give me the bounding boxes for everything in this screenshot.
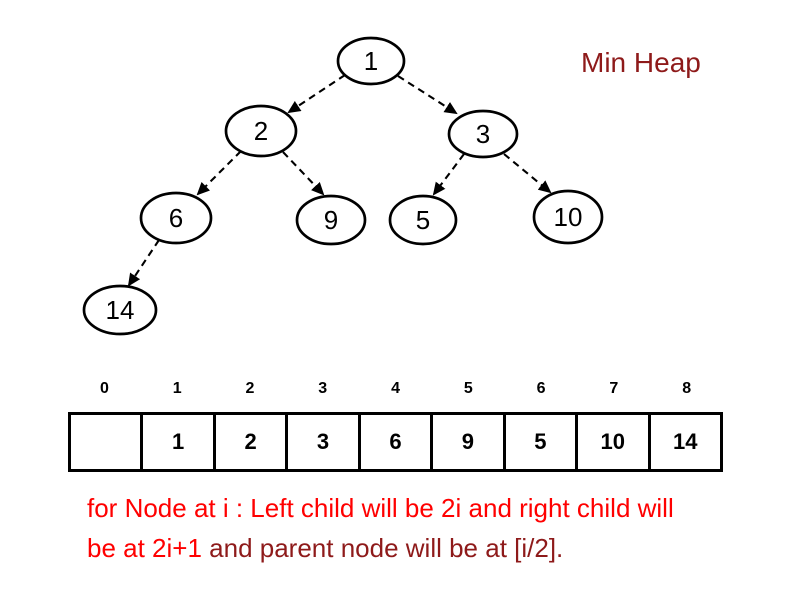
heap-array: 1 2 3 6 9 5 10 14 bbox=[68, 412, 723, 472]
caption-line-1: for Node at i : Left child will be 2i an… bbox=[87, 488, 747, 528]
edge-6-14 bbox=[127, 239, 160, 287]
index-formula-caption: for Node at i : Left child will be 2i an… bbox=[87, 488, 747, 568]
tree-node-14: 14 bbox=[82, 284, 158, 336]
edge-1-3 bbox=[397, 75, 458, 115]
tree-node-2: 2 bbox=[224, 104, 298, 158]
array-cell: 6 bbox=[361, 415, 434, 469]
tree-node-10: 10 bbox=[532, 189, 604, 245]
array-index: 5 bbox=[463, 380, 473, 397]
caption-line-1-text: for Node at i : Left child will be 2i an… bbox=[87, 493, 674, 523]
array-index: 7 bbox=[609, 380, 619, 397]
tree-node-9-label: 9 bbox=[324, 205, 338, 235]
array-cell: 14 bbox=[672, 429, 698, 454]
heap-tree-diagram: 1 2 3 6 9 5 10 14 bbox=[82, 36, 604, 336]
array-cell bbox=[71, 415, 144, 469]
tree-node-1: 1 bbox=[336, 36, 406, 86]
tree-node-2-label: 2 bbox=[254, 116, 268, 146]
tree-node-5: 5 bbox=[388, 194, 458, 246]
tree-node-10-label: 10 bbox=[554, 202, 583, 232]
tree-node-14-label: 14 bbox=[106, 295, 135, 325]
tree-node-3-label: 3 bbox=[476, 119, 490, 149]
array-cell: 2 bbox=[216, 415, 289, 469]
caption-line-2: be at 2i+1 and parent node will be at [i… bbox=[87, 528, 747, 568]
array-index: 8 bbox=[682, 380, 692, 397]
edge-2-6 bbox=[196, 150, 242, 196]
array-index: 4 bbox=[391, 380, 400, 397]
tree-node-1-label: 1 bbox=[364, 46, 378, 76]
edge-3-10 bbox=[503, 153, 552, 194]
caption-line-2-red-text: be at 2i+1 bbox=[87, 533, 210, 563]
array-index: 0 bbox=[99, 380, 109, 397]
array-cell: 5 bbox=[506, 415, 579, 469]
edge-3-5 bbox=[432, 153, 465, 196]
tree-node-6-label: 6 bbox=[169, 203, 183, 233]
array-index: 6 bbox=[536, 380, 546, 397]
array-index: 1 bbox=[172, 380, 182, 397]
array-index: 2 bbox=[245, 380, 255, 397]
array-cell: 1 bbox=[143, 415, 216, 469]
tree-node-3: 3 bbox=[447, 109, 519, 159]
edge-2-9 bbox=[282, 151, 325, 196]
array-cell: 3 bbox=[288, 415, 361, 469]
caption-line-2-dark-text: and parent node will be at [i/2]. bbox=[209, 533, 564, 563]
array-cell: 9 bbox=[433, 415, 506, 469]
diagram-title: Min Heap bbox=[581, 47, 701, 78]
tree-node-9: 9 bbox=[295, 194, 367, 246]
edge-1-2 bbox=[287, 74, 346, 114]
array-cell: 10 bbox=[578, 415, 651, 469]
tree-node-5-label: 5 bbox=[416, 205, 430, 235]
tree-node-6: 6 bbox=[139, 191, 213, 245]
array-index: 3 bbox=[318, 380, 328, 397]
array-index-row: 0 1 2 3 4 5 6 7 8 bbox=[68, 378, 723, 400]
